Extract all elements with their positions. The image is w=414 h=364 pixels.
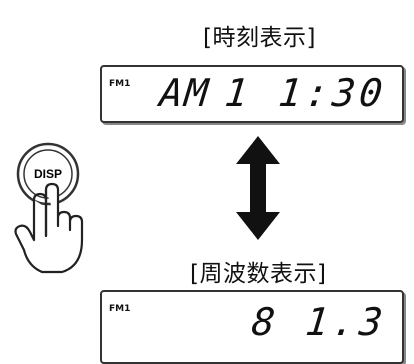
lcd-time-display: FM1 AM 1 1:30 xyxy=(100,65,404,123)
disp-button-label: DISP xyxy=(34,167,62,181)
clock-value: 1 1:30 xyxy=(222,71,389,115)
frequency-value: 8 1.3 xyxy=(249,300,389,344)
band-indicator: FM1 xyxy=(109,79,131,89)
time-display-label: [時刻表示] xyxy=(203,25,316,51)
am-pm-indicator: AM xyxy=(157,71,213,115)
double-arrow-icon xyxy=(236,136,280,240)
frequency-display-label: [周波数表示] xyxy=(190,261,327,287)
band-indicator: FM1 xyxy=(109,304,131,314)
disp-button-hand-icon[interactable]: DISP xyxy=(6,140,96,280)
lcd-frequency-display: FM1 8 1.3 xyxy=(100,290,404,364)
